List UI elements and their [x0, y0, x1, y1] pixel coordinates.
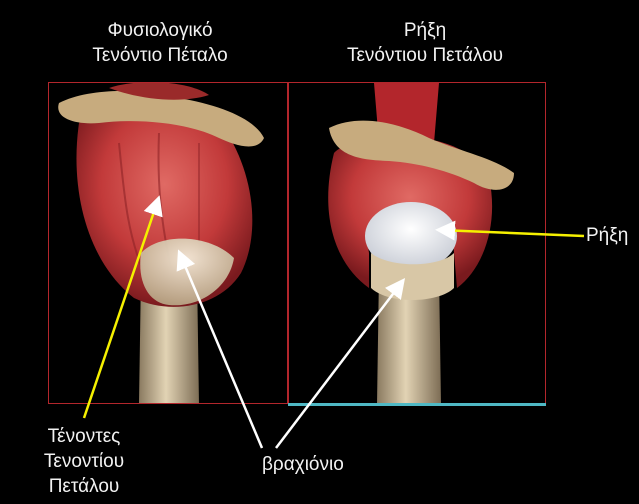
tendon-insertion [140, 239, 234, 306]
label-tendons-line-2: Τενοντίου [16, 449, 152, 474]
label-tear: Ρήξη [586, 223, 628, 248]
title-normal-line-1: Φυσιολογικό [55, 18, 265, 43]
title-normal: Φυσιολογικό Τενόντιο Πέταλο [55, 18, 265, 68]
panel-normal-shoulder [48, 82, 288, 404]
label-tendons-line-1: Τένοντες [16, 424, 152, 449]
title-normal-line-2: Τενόντιο Πέταλο [55, 43, 265, 68]
title-tear-line-2: Τενόντιου Πετάλου [290, 43, 560, 68]
panel-torn-shoulder [288, 82, 546, 404]
label-rotator-cuff-tendons: Τένοντες Τενοντίου Πετάλου [16, 424, 152, 499]
torn-shoulder-illustration [289, 83, 546, 404]
label-humerus: βραχιόνιο [262, 452, 344, 477]
title-tear: Ρήξη Τενόντιου Πετάλου [290, 18, 560, 68]
label-tendons-line-3: Πετάλου [16, 474, 152, 499]
title-tear-line-1: Ρήξη [290, 18, 560, 43]
panel-baseline [288, 403, 546, 406]
normal-shoulder-illustration [49, 83, 288, 404]
